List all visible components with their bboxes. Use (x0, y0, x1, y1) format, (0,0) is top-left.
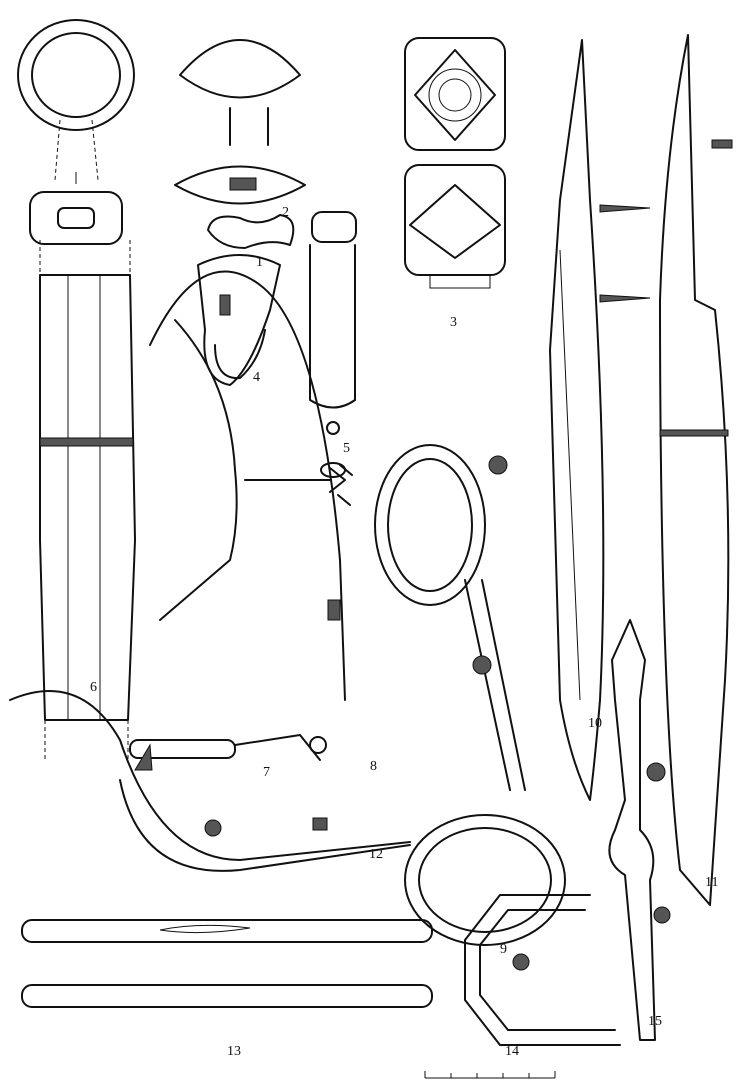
figure-label-14: 14 (505, 1044, 519, 1059)
figure-label-2: 2 (282, 205, 289, 220)
figure-label-5: 5 (343, 441, 350, 456)
artifact-14 (464, 894, 621, 1046)
artifact-13 (21, 919, 433, 1008)
figure-label-12: 12 (369, 847, 383, 862)
scale-bar (424, 1071, 556, 1079)
artifact-4 (197, 214, 295, 386)
figure-label-4: 4 (253, 370, 260, 385)
figure-label-6: 6 (90, 680, 97, 695)
artifact-3 (404, 37, 506, 289)
artifact-7-spur (129, 319, 353, 761)
artifact-11-sword (659, 34, 733, 906)
figure-label-1: 1 (256, 255, 263, 270)
artifact-12 (9, 690, 411, 872)
artifact-9-bit (374, 444, 566, 946)
figure-label-11: 11 (705, 875, 719, 890)
artifact-5 (309, 211, 357, 478)
artifact-2 (174, 39, 306, 205)
artifact-8-spur (149, 270, 346, 701)
figure-label-10: 10 (588, 716, 602, 731)
figure-label-13: 13 (227, 1044, 241, 1059)
figure-label-9: 9 (500, 942, 507, 957)
figure-label-15: 15 (648, 1014, 662, 1029)
figure-label-8: 8 (370, 759, 377, 774)
artifact-15 (608, 619, 671, 1041)
figure-label-3: 3 (450, 315, 457, 330)
artifact-10-knife (549, 39, 651, 801)
artifact-1-ring (17, 19, 135, 245)
figure-label-7: 7 (263, 765, 270, 780)
artifact-6 (39, 240, 136, 760)
